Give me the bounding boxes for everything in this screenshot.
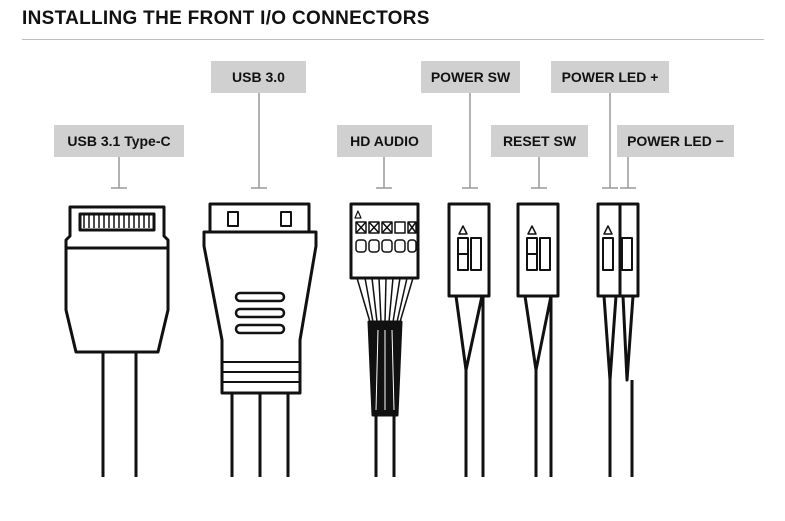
- reset-sw-connector: [516, 202, 560, 477]
- power-sw-connector: [447, 202, 491, 477]
- usb31-type-c-connector: [64, 205, 170, 477]
- label-usb31-type-c: USB 3.1 Type-C: [54, 125, 184, 157]
- usb30-connector: [202, 202, 318, 477]
- label-hd-audio: HD AUDIO: [337, 125, 432, 157]
- label-power-led-plus: POWER LED +: [551, 61, 669, 93]
- label-power-sw: POWER SW: [421, 61, 520, 93]
- label-usb30: USB 3.0: [211, 61, 306, 93]
- title-divider: [22, 39, 764, 40]
- page-title: INSTALLING THE FRONT I/O CONNECTORS: [22, 8, 430, 29]
- hd-audio-connector: [349, 202, 420, 477]
- label-reset-sw: RESET SW: [491, 125, 588, 157]
- label-power-led-minus: POWER LED −: [617, 125, 734, 157]
- leader-lines: [111, 93, 636, 189]
- power-led-connectors: [596, 202, 640, 477]
